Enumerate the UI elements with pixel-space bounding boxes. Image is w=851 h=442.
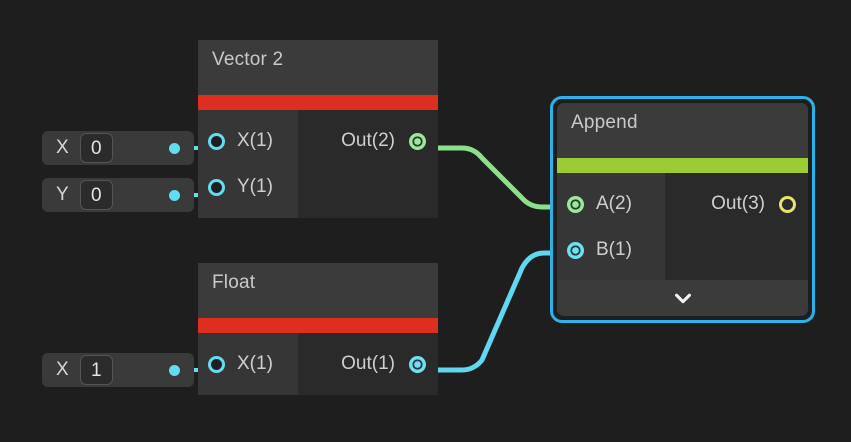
- node-output-row-out[interactable]: Out(3): [665, 181, 808, 227]
- input-port-label: X(1): [237, 353, 273, 374]
- input-row-vector2-y[interactable]: Y 0: [42, 178, 194, 212]
- output-port-icon[interactable]: [409, 132, 426, 150]
- node-accent-bar: [557, 158, 808, 173]
- node-input-row-b[interactable]: B(1): [557, 227, 665, 273]
- node-title: Vector 2: [198, 40, 438, 95]
- node-output-row-out[interactable]: Out(2): [298, 118, 438, 164]
- input-row-vector2-x[interactable]: X 0: [42, 131, 194, 165]
- input-port-label: Y(1): [237, 176, 273, 197]
- node-collapse-bar[interactable]: [557, 280, 808, 316]
- input-port-icon[interactable]: [567, 241, 584, 259]
- input-connector-dot[interactable]: [169, 364, 180, 376]
- output-port-icon[interactable]: [779, 195, 796, 213]
- output-port-label: Out(3): [711, 193, 765, 214]
- input-port-label: X(1): [237, 130, 273, 151]
- input-port-icon[interactable]: [208, 132, 225, 150]
- output-port-icon[interactable]: [409, 355, 426, 373]
- input-value-field[interactable]: 0: [80, 180, 113, 210]
- node-input-row-a[interactable]: A(2): [557, 181, 665, 227]
- input-value-field[interactable]: 0: [80, 133, 113, 163]
- node-accent-bar: [198, 318, 438, 333]
- node-input-row-x[interactable]: X(1): [198, 341, 298, 387]
- input-port-icon[interactable]: [208, 178, 225, 196]
- output-port-label: Out(2): [341, 130, 395, 151]
- node-float[interactable]: Float X(1) Out(1): [198, 263, 438, 395]
- node-input-row-y[interactable]: Y(1): [198, 164, 298, 210]
- node-accent-bar: [198, 95, 438, 110]
- input-key-label: X: [56, 359, 69, 380]
- node-input-row-x[interactable]: X(1): [198, 118, 298, 164]
- chevron-down-icon[interactable]: [672, 287, 694, 309]
- input-key-label: Y: [56, 184, 69, 205]
- node-title: Float: [198, 263, 438, 318]
- input-key-label: X: [56, 137, 69, 158]
- input-port-label: B(1): [596, 239, 632, 260]
- node-vector2[interactable]: Vector 2 X(1) Y(1) Out(2): [198, 40, 438, 218]
- node-output-row-out[interactable]: Out(1): [298, 341, 438, 387]
- input-port-icon[interactable]: [567, 195, 584, 213]
- input-connector-dot[interactable]: [169, 142, 180, 154]
- output-port-label: Out(1): [341, 353, 395, 374]
- input-port-label: A(2): [596, 193, 632, 214]
- node-title: Append: [557, 103, 808, 158]
- input-port-icon[interactable]: [208, 355, 225, 373]
- input-value-field[interactable]: 1: [80, 355, 113, 385]
- input-connector-dot[interactable]: [169, 189, 180, 201]
- input-row-float-x[interactable]: X 1: [42, 353, 194, 387]
- node-append[interactable]: Append A(2) B(1) Out(3): [550, 96, 815, 323]
